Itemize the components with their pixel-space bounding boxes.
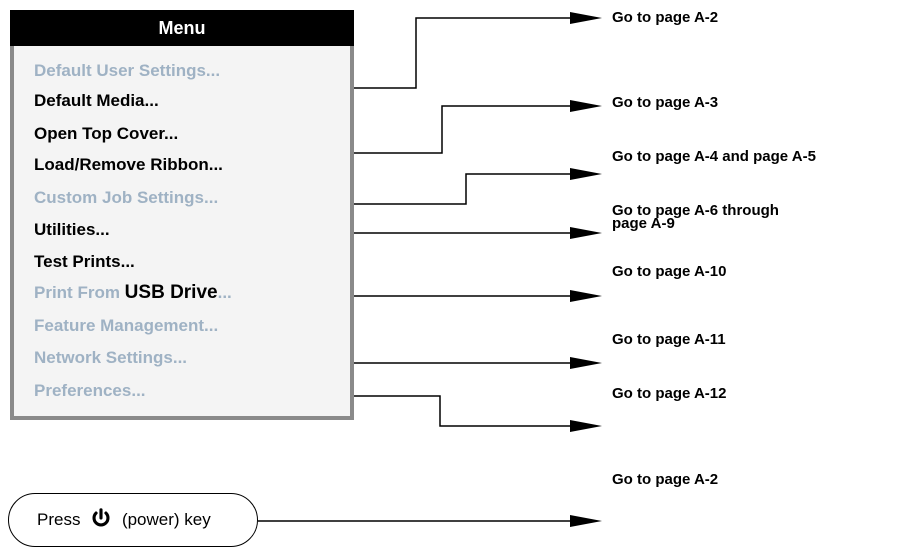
menu-item-preferences[interactable]: Preferences... [34,381,146,400]
arrowhead-power [570,515,602,527]
dest-label-a2-top: Go to page A-2 [612,9,719,26]
arrowhead-a6-a9 [570,227,602,239]
menu-item-usb-suffix: ... [217,283,232,302]
dest-label-a6-a9-line1: Go to page A-6 through [612,202,779,219]
power-prefix: Press [37,510,81,529]
menu-item-network-settings[interactable]: Network Settings... [34,348,188,367]
dest-label-a12: Go to page A-12 [612,385,727,402]
arrowhead-a12 [570,420,602,432]
menu-item-utilities[interactable]: Utilities... [34,220,110,239]
power-suffix: (power) key [121,510,211,529]
dest-label-a6-a9-line2: page A-9 [612,215,675,232]
dest-label-a11: Go to page A-11 [612,331,726,348]
menu-item-feature-management[interactable]: Feature Management... [34,316,219,335]
menu-item-open-top-cover[interactable]: Open Top Cover... [34,124,179,143]
arrowhead-a3 [570,100,602,112]
dest-label-a10: Go to page A-10 [612,263,727,280]
arrowhead-a10 [570,290,602,302]
menu-item-default-user-settings[interactable]: Default User Settings... [34,61,221,80]
menu-item-load-remove-ribbon[interactable]: Load/Remove Ribbon... [34,155,223,174]
dest-label-a3: Go to page A-3 [612,94,719,111]
connector-a3 [330,105,572,154]
connector-a2-top [330,17,572,89]
connector-a4-a5 [282,173,572,205]
power-key-box[interactable]: Press (power) key [8,493,258,547]
dest-label-a4-a5: Go to page A-4 and page A-5 [612,148,816,165]
menu-item-default-media[interactable]: Default Media... [34,91,159,110]
menu-panel [10,10,354,420]
menu-item-print-from-usb-drive[interactable]: Print From USB Drive... [34,283,232,303]
power-icon [92,508,110,527]
menu-title: Menu [10,10,354,46]
arrowhead-a4-a5 [570,168,602,180]
menu-item-usb-strong: USB Drive [124,282,218,303]
arrowhead-a2-top [570,12,602,24]
arrowhead-a11 [570,357,602,369]
menu-item-usb-prefix: Print From [34,283,125,302]
dest-label-a2-power: Go to page A-2 [612,471,719,488]
menu-item-test-prints[interactable]: Test Prints... [34,252,135,271]
menu-item-custom-job-settings[interactable]: Custom Job Settings... [34,188,219,207]
